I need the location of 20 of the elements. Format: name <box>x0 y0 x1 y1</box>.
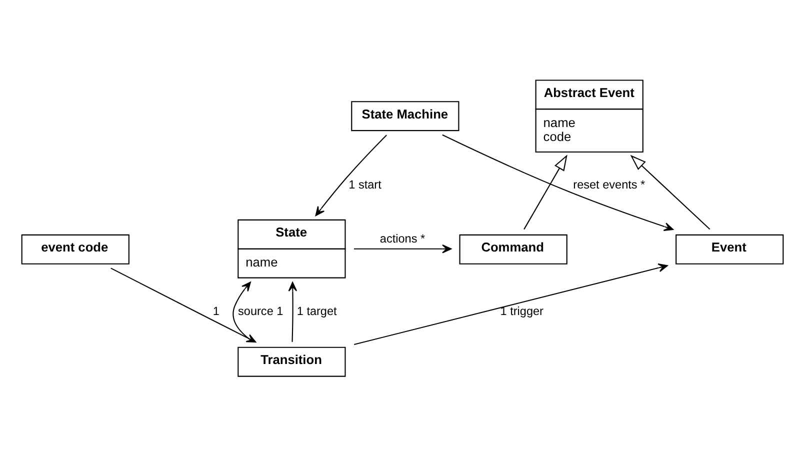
node-box: State Machine <box>350 100 459 131</box>
edge-label: 1 trigger <box>500 304 543 318</box>
node-box: event code <box>20 234 129 264</box>
edge-label: 1 target <box>296 304 336 318</box>
edge-label: reset events * <box>572 178 645 192</box>
node-box: Transition <box>237 346 346 376</box>
arrow <box>442 134 674 230</box>
arrow <box>232 281 254 342</box>
node-box: Command <box>458 234 567 264</box>
arrow <box>288 281 297 342</box>
edge-label: source 1 <box>238 304 283 318</box>
arrow <box>353 262 668 345</box>
arrow <box>314 134 386 216</box>
edge-label: 1 start <box>348 178 381 192</box>
arrow <box>630 154 710 230</box>
arrow <box>523 154 567 230</box>
edge-label: actions * <box>379 232 425 245</box>
arrow <box>354 244 452 253</box>
edge-label: 1 <box>212 304 219 318</box>
node-box: Event <box>675 234 784 264</box>
